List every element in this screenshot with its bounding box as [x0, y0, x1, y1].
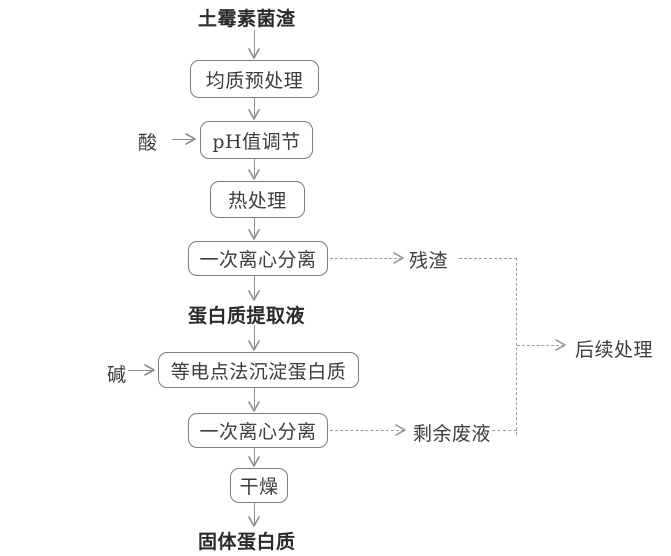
node-centrifuge-2-label: 一次离心分离 [199, 421, 317, 443]
edge-homogenize-to-ph [254, 98, 255, 117]
node-centrifuge-2[interactable]: 一次离心分离 [188, 413, 328, 448]
node-posttreat-label: 后续处理 [575, 339, 654, 361]
edge-waste-riser [516, 258, 517, 435]
node-residue-label: 残渣 [409, 250, 449, 272]
node-wastewater-label: 剩余废液 [413, 423, 492, 445]
edge-centrifuge1-to-extract [254, 276, 255, 298]
node-centrifuge-1[interactable]: 一次离心分离 [188, 241, 328, 276]
edge-centrifuge2-to-drying [254, 448, 255, 464]
node-homogenize[interactable]: 均质预处理 [190, 60, 319, 98]
node-start-label: 土霉素菌渣 [198, 8, 296, 30]
edge-wastewater-to-riser [492, 430, 517, 431]
node-drying-label: 干燥 [239, 476, 279, 498]
edge-heat-to-centrifuge1 [254, 218, 255, 237]
edge-start-to-homogenize [254, 30, 255, 56]
edge-riser-to-posttreat [517, 345, 564, 346]
edge-centrifuge2-to-wastewater [330, 430, 404, 431]
node-alkali-label: 碱 [107, 364, 127, 386]
node-heat-treatment[interactable]: 热处理 [210, 181, 305, 218]
edge-residue-to-riser [459, 258, 517, 259]
node-homogenize-label: 均质预处理 [205, 69, 304, 92]
node-ph-adjust-label: pH值调节 [212, 130, 301, 153]
node-heat-treatment-label: 热处理 [228, 190, 287, 212]
node-drying[interactable]: 干燥 [230, 468, 288, 503]
node-ph-adjust[interactable]: pH值调节 [200, 121, 313, 159]
edge-extract-to-isoelectric [254, 325, 255, 348]
edge-ph-to-heat [254, 159, 255, 177]
node-acid-label: 酸 [138, 132, 158, 154]
edge-isoelectric-to-centrifuge2 [254, 388, 255, 409]
node-centrifuge-1-label: 一次离心分离 [199, 249, 317, 271]
edge-acid-to-ph [172, 139, 194, 140]
node-product-label: 固体蛋白质 [198, 531, 296, 553]
edge-alkali-to-isoelectric [128, 370, 152, 371]
node-extract-label: 蛋白质提取液 [188, 305, 306, 327]
edge-centrifuge1-to-residue [330, 258, 402, 259]
node-isoelectric-precipitation-label: 等电点法沉淀蛋白质 [170, 360, 347, 383]
node-isoelectric-precipitation[interactable]: 等电点法沉淀蛋白质 [158, 352, 359, 388]
edge-drying-to-product [254, 503, 255, 524]
